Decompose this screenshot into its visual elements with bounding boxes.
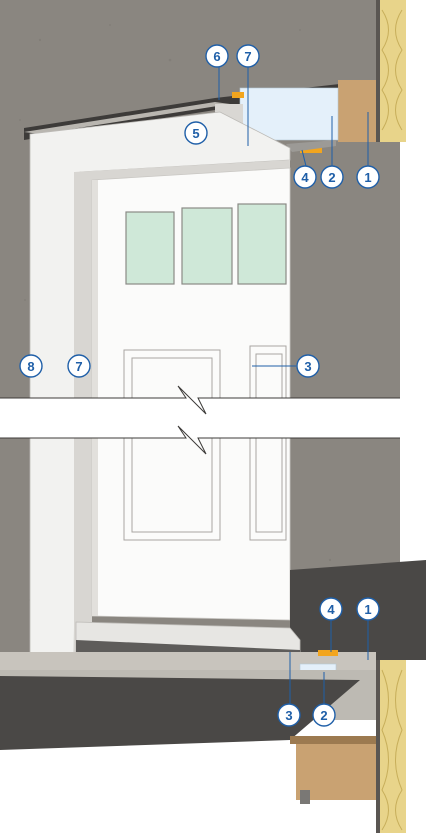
joist-hanger (300, 790, 310, 804)
callout-label: 3 (304, 359, 311, 374)
callout-2-top: 2 (320, 165, 344, 189)
break-line-bottom (0, 425, 400, 455)
callout-label: 6 (213, 49, 220, 64)
callout-4-bot: 4 (319, 597, 343, 621)
sill-pan-top (286, 140, 336, 152)
glass-lites (125, 203, 287, 285)
callout-label: 3 (285, 708, 292, 723)
callout-1-top: 1 (356, 165, 380, 189)
insulation-bottom (380, 660, 406, 833)
callout-4-top: 4 (293, 165, 317, 189)
callout-8: 8 (19, 354, 43, 378)
callout-1-bot: 1 (356, 597, 380, 621)
section-break-band (0, 398, 400, 438)
callout-label: 7 (244, 49, 251, 64)
callout-label: 2 (328, 170, 335, 185)
callout-label: 1 (364, 170, 371, 185)
callout-label: 4 (327, 602, 335, 617)
callout-7-left: 7 (67, 354, 91, 378)
door-panels (123, 345, 287, 541)
break-line-top (0, 385, 400, 415)
callout-7-top: 7 (236, 44, 260, 68)
joist-top-plate (290, 736, 380, 744)
head-jamb-wood (338, 80, 376, 142)
callout-label: 1 (364, 602, 371, 617)
head-trim-top (24, 102, 230, 134)
callout-label: 5 (192, 126, 199, 141)
callout-label: 7 (75, 359, 82, 374)
callout-label: 2 (320, 708, 327, 723)
insulation-top (380, 0, 406, 142)
callout-3-mid: 3 (296, 354, 320, 378)
leader-lines (218, 66, 369, 704)
tape-top-1 (232, 92, 244, 98)
callout-3-bot: 3 (277, 703, 301, 727)
callout-label: 8 (27, 359, 34, 374)
subfloor-band (0, 652, 376, 670)
callout-2-bot: 2 (312, 703, 336, 727)
callout-5: 5 (184, 121, 208, 145)
callout-6-top: 6 (205, 44, 229, 68)
tape-bottom (318, 650, 338, 656)
tape-top-3 (300, 148, 322, 153)
floor-slab (0, 676, 360, 750)
callout-label: 4 (301, 170, 309, 185)
